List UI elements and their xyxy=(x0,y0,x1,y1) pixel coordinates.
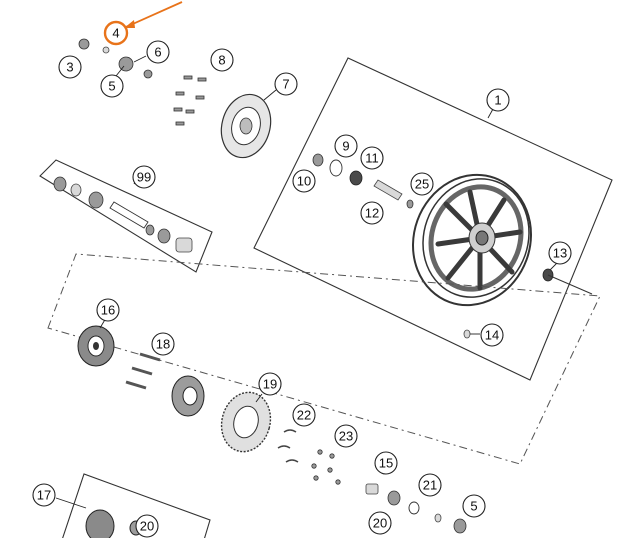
callout-14: 14 xyxy=(480,323,504,347)
svg-text:19: 19 xyxy=(263,377,277,392)
sprocket-carrier xyxy=(171,375,205,417)
callout-9: 9 xyxy=(334,134,358,158)
callout-20: 20 xyxy=(135,514,159,538)
carrier-bolts xyxy=(125,352,161,390)
carrier-panel xyxy=(47,253,601,465)
svg-text:22: 22 xyxy=(297,408,311,423)
callout-4: 4 xyxy=(103,20,129,46)
callout-23: 23 xyxy=(334,424,358,448)
callout-12: 12 xyxy=(360,201,384,225)
svg-text:1: 1 xyxy=(494,93,501,108)
svg-text:25: 25 xyxy=(415,177,429,192)
axle-kit-parts xyxy=(53,176,193,253)
rear-wheel xyxy=(412,173,532,307)
carrier-bearing-parts xyxy=(365,483,467,534)
callout-25: 25 xyxy=(410,172,434,196)
svg-text:5: 5 xyxy=(470,499,477,514)
svg-text:12: 12 xyxy=(365,206,379,221)
svg-text:14: 14 xyxy=(485,328,499,343)
kit-panel-99 xyxy=(39,159,213,273)
callout-22: 22 xyxy=(292,403,316,427)
svg-text:23: 23 xyxy=(339,429,353,444)
callout-6: 6 xyxy=(146,40,170,64)
callout-16: 16 xyxy=(96,298,120,322)
callout-19: 19 xyxy=(258,372,282,396)
callout-15: 15 xyxy=(374,451,398,475)
svg-text:8: 8 xyxy=(218,53,225,68)
svg-text:10: 10 xyxy=(297,174,311,189)
callout-7: 7 xyxy=(274,72,298,96)
highlight-arrow xyxy=(124,1,183,28)
svg-text:20: 20 xyxy=(140,519,154,534)
wheel-panel-parts xyxy=(312,153,593,339)
brake-disc xyxy=(220,93,272,159)
svg-text:3: 3 xyxy=(66,60,73,75)
svg-text:13: 13 xyxy=(553,246,567,261)
kit-panel-17 xyxy=(62,473,211,538)
callout-3: 3 xyxy=(58,55,82,79)
svg-text:18: 18 xyxy=(156,337,170,352)
callout-1: 1 xyxy=(486,88,510,112)
callout-13: 13 xyxy=(548,241,572,265)
svg-text:6: 6 xyxy=(154,45,161,60)
svg-text:17: 17 xyxy=(37,488,51,503)
disc-screws xyxy=(173,75,207,126)
rear-sprocket xyxy=(220,391,272,453)
svg-text:9: 9 xyxy=(342,139,349,154)
svg-text:15: 15 xyxy=(379,456,393,471)
svg-text:4: 4 xyxy=(112,26,119,41)
sprocket-fasteners xyxy=(277,429,341,485)
svg-text:16: 16 xyxy=(101,303,115,318)
callout-11: 11 xyxy=(360,146,384,170)
callout-5: 5 xyxy=(100,74,124,98)
svg-text:99: 99 xyxy=(137,170,151,185)
svg-text:5: 5 xyxy=(108,79,115,94)
callout-99: 99 xyxy=(132,165,156,189)
callout-21: 21 xyxy=(418,473,442,497)
svg-text:21: 21 xyxy=(423,478,437,493)
damper-rubbers xyxy=(77,325,115,367)
svg-text:7: 7 xyxy=(282,77,289,92)
callout-20-lower: 20 xyxy=(368,511,392,535)
callout-18: 18 xyxy=(151,332,175,356)
callout-17: 17 xyxy=(32,483,56,507)
wheel-panel xyxy=(253,57,613,381)
callout-10: 10 xyxy=(292,169,316,193)
svg-text:11: 11 xyxy=(365,151,379,166)
panel-17-parts xyxy=(85,509,143,538)
svg-text:20: 20 xyxy=(373,516,387,531)
callout-8: 8 xyxy=(210,48,234,72)
callout-5-lower: 5 xyxy=(462,494,486,518)
